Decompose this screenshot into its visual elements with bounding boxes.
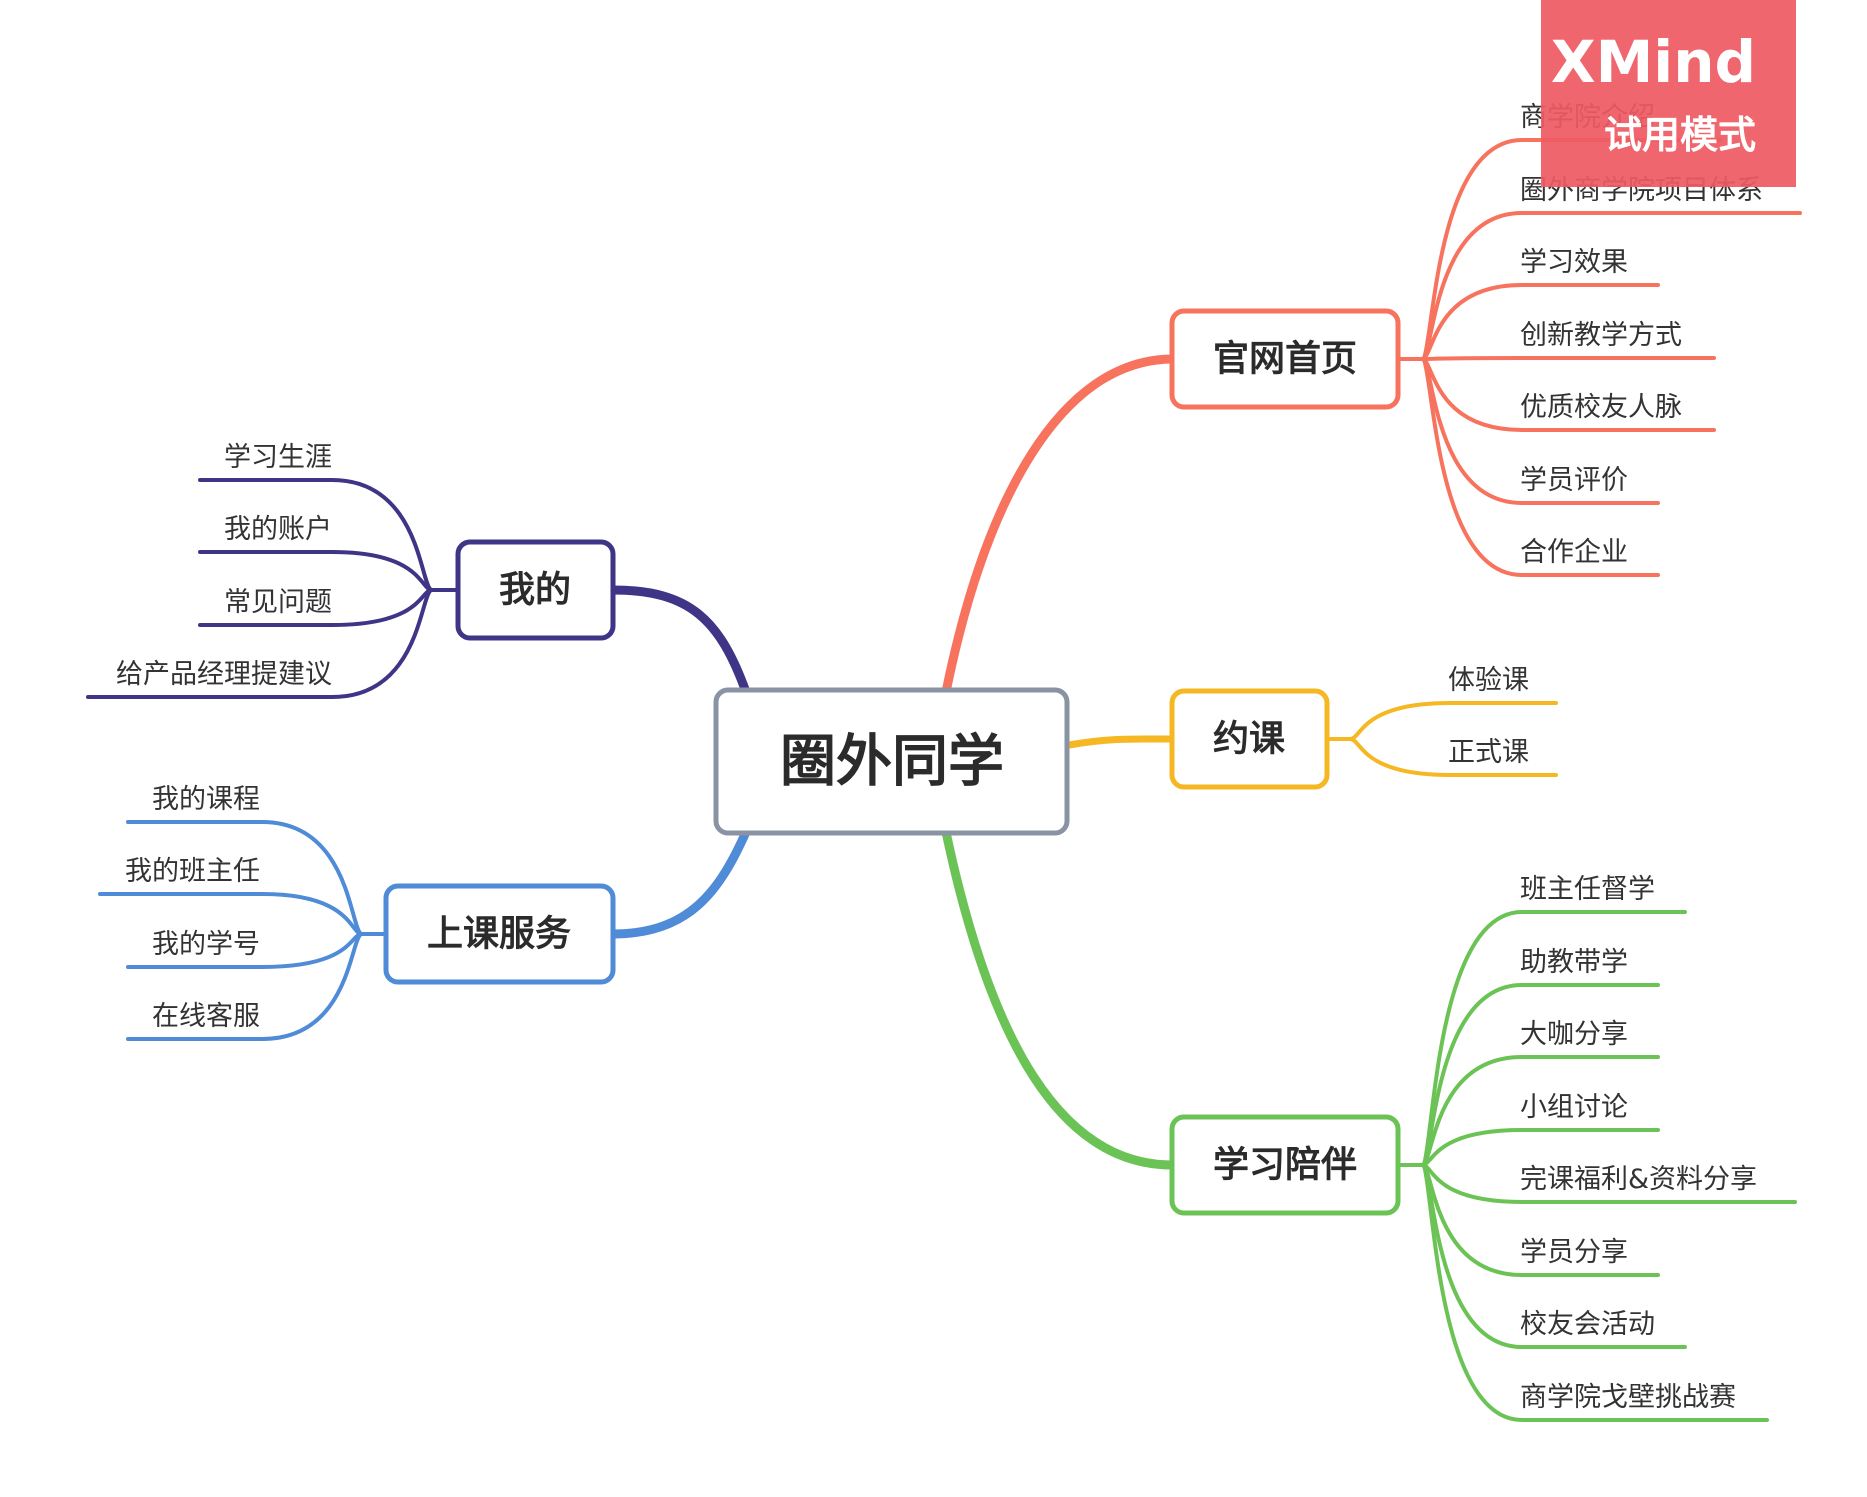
- subtopic-label[interactable]: 我的班主任: [125, 856, 260, 887]
- branch-xuexi: 班主任督学助教带学大咖分享小组讨论完课福利&资料分享学员分享校友会活动商学院戈壁…: [1169, 874, 1797, 1422]
- subtopic-label[interactable]: 给产品经理提建议: [116, 659, 332, 690]
- branch-connectors: [608, 354, 1177, 1170]
- connector-wode: [608, 585, 751, 697]
- subtopic-label[interactable]: 常见问题: [224, 587, 332, 618]
- subtopic-connector: [1420, 1128, 1660, 1167]
- watermark-subtitle: 试用模式: [1604, 113, 1756, 157]
- subtopic-label[interactable]: 班主任督学: [1520, 874, 1655, 905]
- subtopic-label[interactable]: 学习效果: [1520, 247, 1628, 278]
- watermark-background: [1541, 0, 1796, 187]
- watermark-title: XMind: [1551, 28, 1756, 96]
- topic-yueke[interactable]: 约课: [1169, 688, 1330, 790]
- subtopic-label[interactable]: 创新教学方式: [1520, 320, 1682, 351]
- xuexi-subtopics: 班主任督学助教带学大咖分享小组讨论完课福利&资料分享学员分享校友会活动商学院戈壁…: [1398, 874, 1797, 1422]
- subtopic-connector: [1348, 737, 1558, 777]
- subtopic-connector: [1420, 1055, 1660, 1167]
- subtopic-label[interactable]: 正式课: [1448, 737, 1529, 768]
- topic-wode-label: 我的: [499, 570, 571, 611]
- topic-xuexi-label: 学习陪伴: [1213, 1144, 1357, 1186]
- subtopic-label[interactable]: 校友会活动: [1520, 1309, 1655, 1340]
- subtopic-connector: [86, 588, 434, 699]
- subtopic-label[interactable]: 学习生涯: [224, 442, 332, 473]
- subtopic-label[interactable]: 我的账户: [224, 514, 332, 545]
- central-topic[interactable]: 圈外同学: [713, 687, 1070, 836]
- subtopic-connector: [98, 892, 364, 936]
- central-topic-label: 圈外同学: [780, 730, 1004, 795]
- subtopic-connector: [1420, 283, 1660, 361]
- xmind-watermark: XMind 试用模式: [1541, 0, 1796, 187]
- subtopic-label[interactable]: 在线客服: [152, 1001, 260, 1032]
- subtopic-label[interactable]: 优质校友人脉: [1520, 392, 1682, 423]
- subtopic-label[interactable]: 完课福利&资料分享: [1520, 1164, 1757, 1195]
- topic-shangke[interactable]: 上课服务: [383, 883, 616, 985]
- subtopic-label[interactable]: 我的课程: [152, 784, 260, 815]
- subtopic-label[interactable]: 我的学号: [152, 929, 260, 960]
- subtopic-connector: [126, 932, 364, 1041]
- topic-shangke-label: 上课服务: [427, 914, 571, 955]
- subtopic-connector: [1348, 701, 1558, 741]
- subtopic-label[interactable]: 学员分享: [1520, 1237, 1628, 1268]
- connector-guanwang: [941, 354, 1177, 697]
- subtopic-label[interactable]: 小组讨论: [1520, 1092, 1628, 1123]
- topic-guanwang-label: 官网首页: [1213, 339, 1357, 380]
- subtopic-label[interactable]: 大咖分享: [1520, 1019, 1628, 1050]
- connector-xuexi: [941, 827, 1177, 1170]
- topic-guanwang[interactable]: 官网首页: [1169, 308, 1401, 410]
- topic-yueke-label: 约课: [1213, 719, 1285, 760]
- subtopic-label[interactable]: 体验课: [1448, 665, 1529, 696]
- connector-yueke: [1065, 735, 1176, 749]
- subtopic-label[interactable]: 学员评价: [1520, 465, 1628, 496]
- subtopic-label[interactable]: 合作企业: [1520, 537, 1628, 568]
- subtopic-connector: [1420, 357, 1660, 577]
- subtopic-label[interactable]: 助教带学: [1520, 947, 1628, 978]
- topic-xuexi[interactable]: 学习陪伴: [1169, 1114, 1401, 1216]
- subtopic-label[interactable]: 商学院戈壁挑战赛: [1520, 1382, 1736, 1413]
- subtopic-connector: [198, 550, 434, 592]
- subtopic-connector: [1420, 1163, 1769, 1422]
- topic-wode[interactable]: 我的: [455, 539, 616, 641]
- subtopic-connector: [126, 820, 364, 936]
- connector-shangke: [608, 827, 751, 939]
- subtopic-connector: [1420, 356, 1716, 361]
- subtopic-connector: [198, 478, 434, 592]
